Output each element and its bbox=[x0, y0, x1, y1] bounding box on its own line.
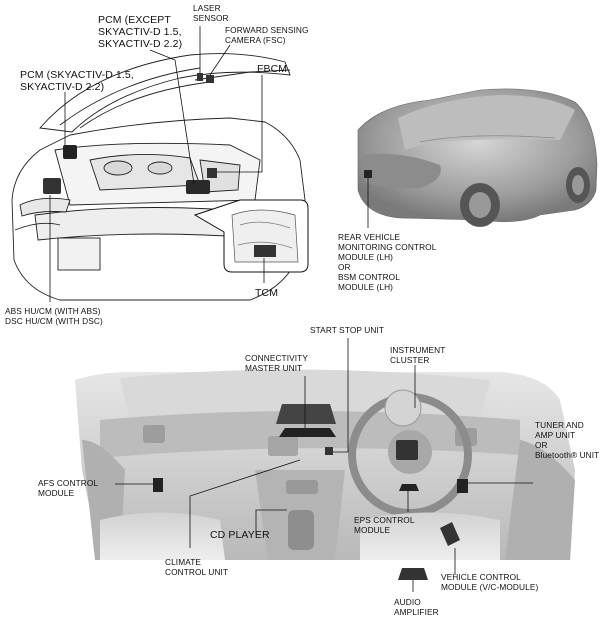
module-box-icon bbox=[325, 447, 333, 455]
label-audio-amplifier: AUDIO AMPLIFIER bbox=[394, 597, 439, 617]
module-box-icon bbox=[398, 568, 428, 580]
module-box-icon bbox=[197, 73, 203, 81]
label-start-stop-unit: START STOP UNIT bbox=[310, 325, 385, 335]
label-afs-control-module: AFS CONTROL MODULE bbox=[38, 478, 99, 498]
module-box-icon bbox=[457, 479, 468, 493]
label-fbcm: FBCM bbox=[257, 63, 288, 75]
label-instrument-cluster: INSTRUMENT CLUSTER bbox=[390, 345, 446, 365]
interior-modules bbox=[153, 428, 468, 580]
label-vehicle-control-module: VEHICLE CONTROL MODULE (V/C-MODULE) bbox=[441, 572, 539, 592]
module-box-icon bbox=[153, 478, 163, 492]
tcm-inset bbox=[193, 199, 309, 273]
label-rear-vehicle-monitoring: REAR VEHICLE MONITORING CONTROL MODULE (… bbox=[338, 232, 437, 292]
module-box-icon bbox=[396, 440, 418, 460]
label-forward-sensing-camera: FORWARD SENSING CAMERA (FSC) bbox=[225, 25, 309, 45]
module-box-icon bbox=[63, 145, 77, 159]
label-pcm-except: PCM (EXCEPT SKYACTIV-D 1.5, SKYACTIV-D 2… bbox=[98, 14, 183, 50]
module-box-icon bbox=[206, 75, 214, 83]
interior-drawing bbox=[75, 369, 575, 560]
label-connectivity-master-unit: CONNECTIVITY MASTER UNIT bbox=[245, 353, 308, 373]
module-box-icon bbox=[364, 170, 372, 178]
label-tcm: TCM bbox=[255, 287, 279, 299]
label-eps-control-module: EPS CONTROL MODULE bbox=[354, 515, 415, 535]
module-box-icon bbox=[279, 428, 336, 437]
label-cd-player: CD PLAYER bbox=[210, 529, 270, 541]
module-box-icon bbox=[207, 168, 217, 178]
label-pcm-skyactiv: PCM (SKYACTIV-D 1.5, SKYACTIV-D 2.2) bbox=[20, 69, 134, 93]
front-modules bbox=[43, 73, 217, 194]
leader-lines bbox=[49, 26, 533, 592]
module-box-icon bbox=[440, 522, 460, 546]
rear-car-drawing bbox=[357, 88, 598, 227]
module-box-icon bbox=[399, 484, 419, 491]
label-abs-dsc: ABS HU/CM (WITH ABS) DSC HU/CM (WITH DSC… bbox=[5, 306, 103, 326]
label-tuner-amp-unit: TUNER AND AMP UNIT OR Bluetooth® UNIT bbox=[535, 420, 600, 460]
module-box-icon bbox=[254, 245, 276, 257]
module-box-icon bbox=[186, 180, 210, 194]
label-laser-sensor: LASER SENSOR bbox=[193, 3, 229, 23]
module-box-icon bbox=[43, 178, 61, 194]
label-climate-control-unit: CLIMATE CONTROL UNIT bbox=[165, 557, 229, 577]
